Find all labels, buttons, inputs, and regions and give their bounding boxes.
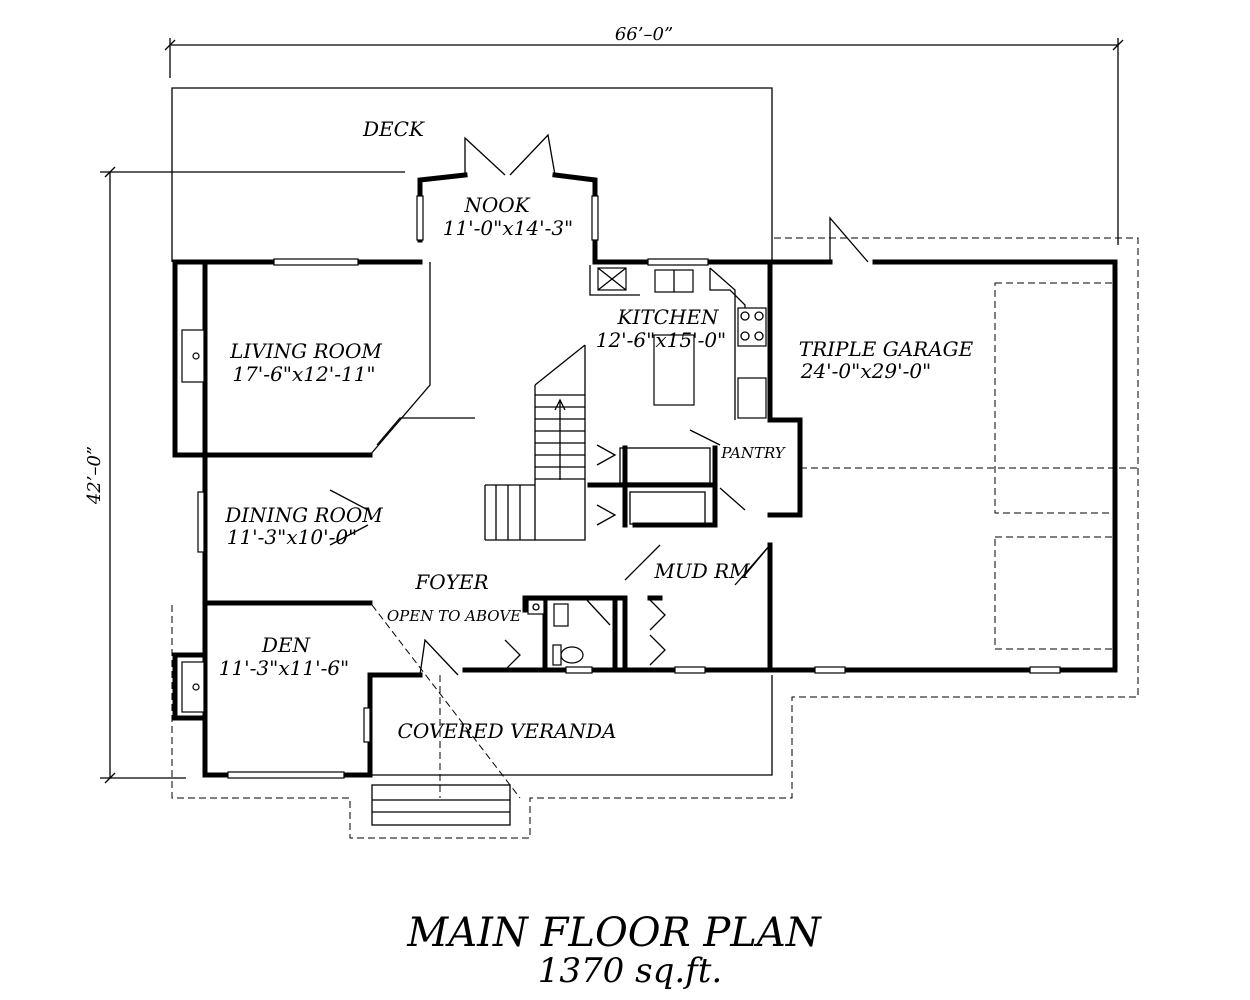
overall-depth-dimension: 42’–0” bbox=[84, 166, 405, 784]
nook-size: 11'-0"x14'-3" bbox=[443, 216, 574, 240]
bathroom-fixtures bbox=[527, 599, 584, 666]
foyer-note: OPEN TO ABOVE bbox=[387, 607, 521, 625]
kitchen-size: 12'-6"x15'-0" bbox=[596, 328, 727, 352]
stair-treads bbox=[495, 394, 585, 540]
pantry-label: PANTRY bbox=[720, 444, 787, 462]
windows bbox=[197, 195, 1061, 779]
dining-room-size: 11'-3"x10'-0" bbox=[227, 525, 358, 549]
dining-room-label: DINING ROOM bbox=[224, 503, 383, 527]
covered-veranda-label: COVERED VERANDA bbox=[398, 719, 617, 743]
nook-label: NOOK bbox=[463, 193, 530, 217]
plan-title-main: MAIN FLOOR PLAN bbox=[406, 910, 822, 956]
den-label: DEN bbox=[261, 633, 312, 657]
doors bbox=[329, 133, 869, 676]
overall-width-label: 66’–0” bbox=[615, 24, 673, 45]
walls bbox=[172, 172, 1118, 778]
plan-title-area: 1370 sq.ft. bbox=[538, 951, 722, 991]
mud-room-label: MUD RM bbox=[653, 559, 750, 583]
kitchen-fixtures bbox=[589, 265, 767, 419]
living-room-size: 17'-6"x12'-11" bbox=[232, 362, 375, 386]
deck-label: DECK bbox=[362, 117, 425, 141]
triple-garage-size: 24'-0"x29'-0" bbox=[800, 359, 932, 383]
living-room-fireplace bbox=[181, 329, 205, 383]
kitchen-label: KITCHEN bbox=[616, 305, 720, 329]
triple-garage-label: TRIPLE GARAGE bbox=[799, 337, 974, 361]
plan-title: MAIN FLOOR PLAN 1370 sq.ft. bbox=[406, 910, 822, 991]
foyer-label: FOYER bbox=[414, 570, 488, 594]
overall-depth-label: 42’–0” bbox=[84, 446, 105, 505]
deck-outline bbox=[171, 87, 773, 262]
den-size: 11'-3"x11'-6" bbox=[219, 656, 350, 680]
living-room-label: LIVING ROOM bbox=[229, 339, 382, 363]
room-labels: DECK NOOK 11'-0"x14'-3" KITCHEN 12'-6"x1… bbox=[219, 117, 974, 743]
overall-width-dimension: 66’–0” bbox=[164, 24, 1124, 245]
den-fireplace bbox=[181, 661, 205, 713]
